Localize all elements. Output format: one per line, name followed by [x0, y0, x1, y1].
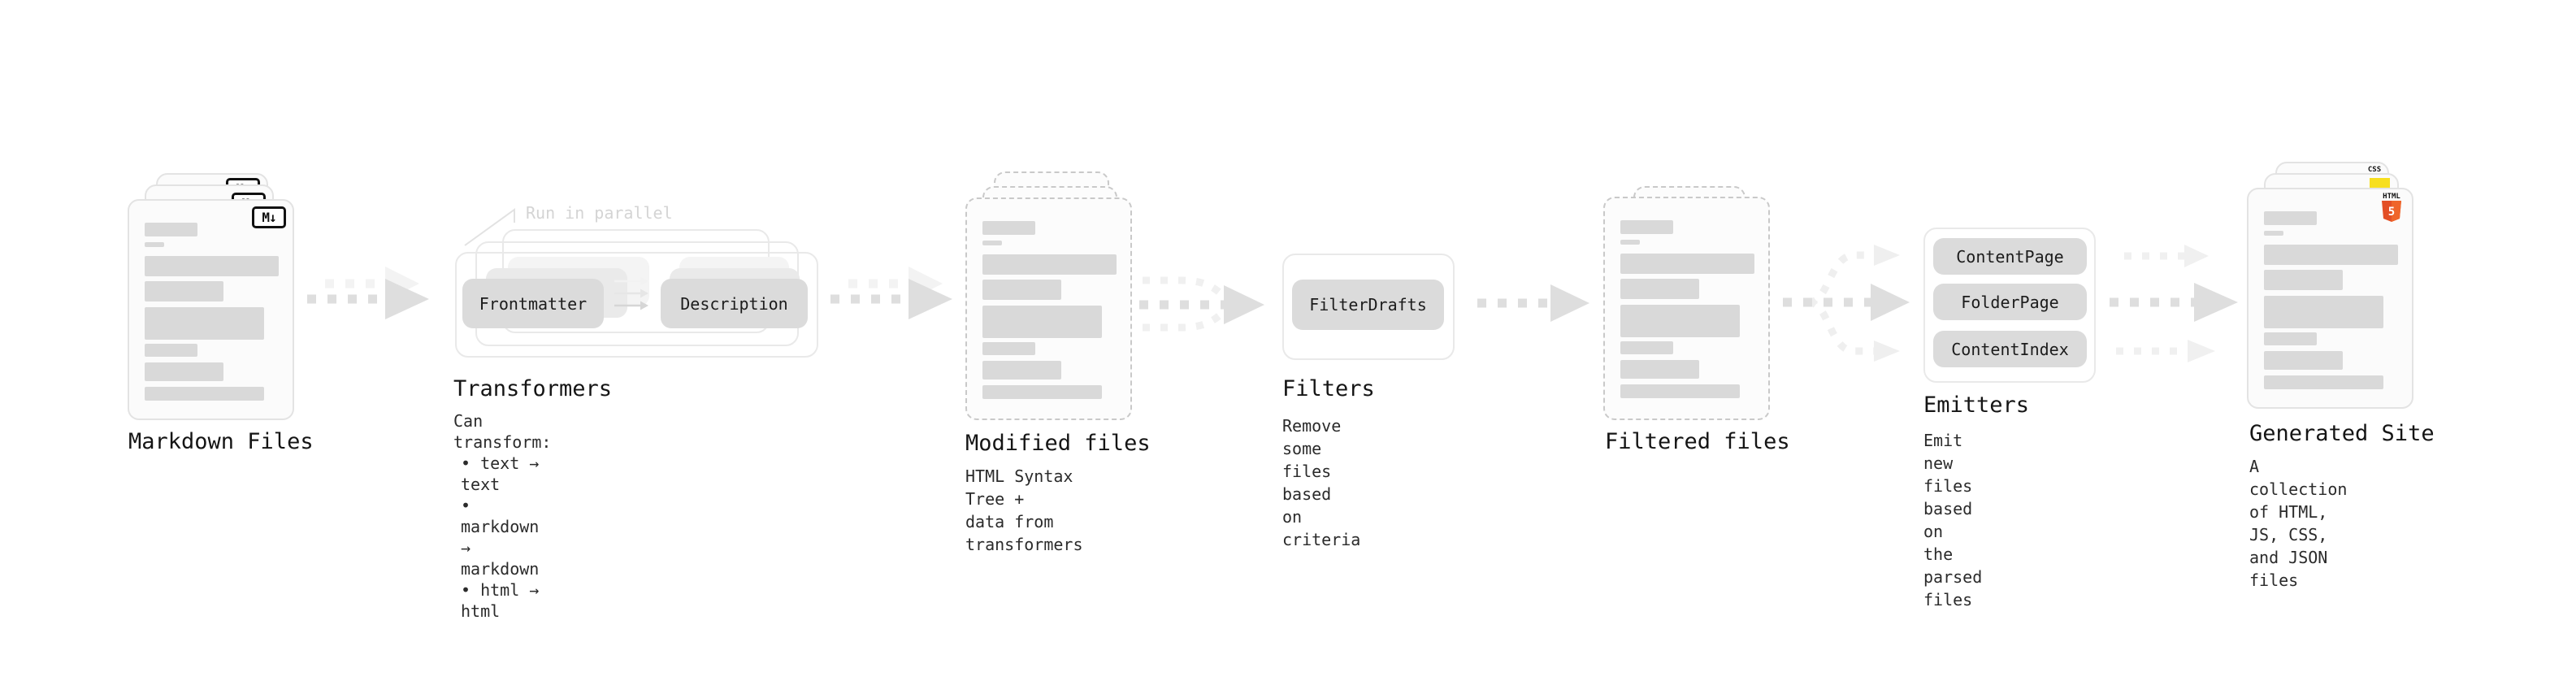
transform-bullet: • html → html — [461, 580, 540, 621]
filters-description: Remove some files based on criteria — [1282, 416, 1361, 549]
text-placeholder-bar — [1620, 384, 1740, 398]
html5-badge-label: HTML — [2383, 193, 2400, 201]
text-placeholder-bar — [2264, 245, 2398, 265]
filters-heading: Filters — [1282, 376, 1375, 401]
text-placeholder-bar — [145, 256, 279, 276]
arrow-markdown-to-transformers — [307, 267, 429, 319]
html5-shield: 5 — [2382, 201, 2401, 222]
markdown-icon: M↓ — [252, 206, 286, 228]
markdown-files-label: Markdown Files — [128, 429, 314, 454]
arrow-filters-to-filtered — [1477, 284, 1589, 322]
text-placeholder-bar — [2264, 231, 2283, 236]
generated-site-heading: Generated Site — [2249, 421, 2435, 446]
text-placeholder-bar — [145, 281, 223, 301]
text-placeholder-bar — [2264, 375, 2383, 389]
filterdrafts-pill: FilterDrafts — [1292, 280, 1444, 330]
description-transformer-pill: Description — [661, 279, 808, 328]
text-placeholder-bar — [982, 385, 1102, 399]
text-placeholder-bar — [145, 242, 164, 247]
transform-bullet: • markdown → markdown — [461, 496, 540, 579]
text-placeholder-bar — [1620, 279, 1699, 299]
text-placeholder-bar — [982, 254, 1117, 275]
text-placeholder-bar — [145, 387, 264, 401]
css-badge-label: CSS — [2367, 166, 2382, 174]
text-placeholder-bar — [2264, 270, 2343, 290]
parallel-arrows-icon — [614, 276, 648, 310]
text-placeholder-bar — [982, 361, 1061, 380]
generated-site-description: A collection of HTML, JS, CSS, and JSON … — [2249, 457, 2348, 590]
text-placeholder-bar — [1620, 305, 1740, 337]
text-placeholder-bar — [982, 221, 1035, 235]
js-badge-icon — [2370, 178, 2390, 189]
run-in-parallel-callout-line — [464, 208, 515, 246]
text-placeholder-bar — [1620, 254, 1754, 274]
run-in-parallel-label: Run in parallel — [526, 203, 673, 223]
arrow-filtered-to-emitters — [1783, 245, 1910, 362]
text-placeholder-bar — [2264, 332, 2317, 345]
arrow-transformers-to-modified — [830, 267, 952, 319]
contentpage-emitter-pill: ContentPage — [1933, 238, 2087, 275]
generated-file-card-front: HTML 5 — [2247, 188, 2413, 409]
text-placeholder-bar — [1620, 240, 1640, 245]
arrow-modified-to-filters — [1139, 276, 1264, 332]
text-placeholder-bar — [1620, 341, 1673, 354]
text-placeholder-bar — [145, 223, 197, 236]
text-placeholder-bar — [145, 362, 223, 381]
modified-file-card-front — [965, 197, 1132, 420]
file-content-placeholder — [129, 201, 293, 401]
text-placeholder-bar — [2264, 211, 2317, 225]
filtered-files-heading: Filtered files — [1605, 429, 1790, 454]
arrow-emitters-to-generated — [2110, 245, 2238, 362]
transformers-box-front — [455, 252, 818, 358]
text-placeholder-bar — [982, 342, 1035, 355]
contentindex-emitter-pill: ContentIndex — [1933, 331, 2087, 367]
emitters-box — [1923, 228, 2096, 383]
text-placeholder-bar — [1620, 360, 1699, 379]
text-placeholder-bar — [145, 344, 197, 357]
filtered-file-card-front — [1603, 197, 1770, 420]
text-placeholder-bar — [145, 307, 264, 340]
markdown-file-card-front: M↓ — [128, 199, 294, 420]
emitters-description: Emit new files based on the parsed files — [1923, 431, 1983, 609]
file-content-placeholder — [1605, 198, 1768, 398]
text-placeholder-bar — [982, 306, 1102, 338]
file-content-placeholder — [2249, 189, 2412, 389]
text-placeholder-bar — [2264, 296, 2383, 328]
modified-files-description: HTML Syntax Tree + data from transformer… — [965, 466, 1083, 554]
transformers-intro: Can transform: — [453, 411, 552, 452]
transformers-heading: Transformers — [453, 376, 613, 401]
text-placeholder-bar — [982, 280, 1061, 300]
file-content-placeholder — [967, 199, 1130, 399]
folderpage-emitter-pill: FolderPage — [1933, 284, 2087, 320]
emitters-heading: Emitters — [1923, 393, 2030, 418]
svg-text:5: 5 — [2388, 206, 2395, 219]
text-placeholder-bar — [1620, 220, 1673, 234]
transformers-description: Can transform: • text → text • markdown … — [453, 410, 551, 622]
transform-bullet: • text → text — [461, 453, 540, 494]
frontmatter-transformer-pill: Frontmatter — [462, 279, 604, 328]
text-placeholder-bar — [2264, 351, 2343, 370]
html5-icon: HTML 5 — [2381, 193, 2402, 222]
filters-box — [1282, 254, 1455, 360]
modified-files-heading: Modified files — [965, 431, 1151, 456]
text-placeholder-bar — [982, 241, 1002, 245]
